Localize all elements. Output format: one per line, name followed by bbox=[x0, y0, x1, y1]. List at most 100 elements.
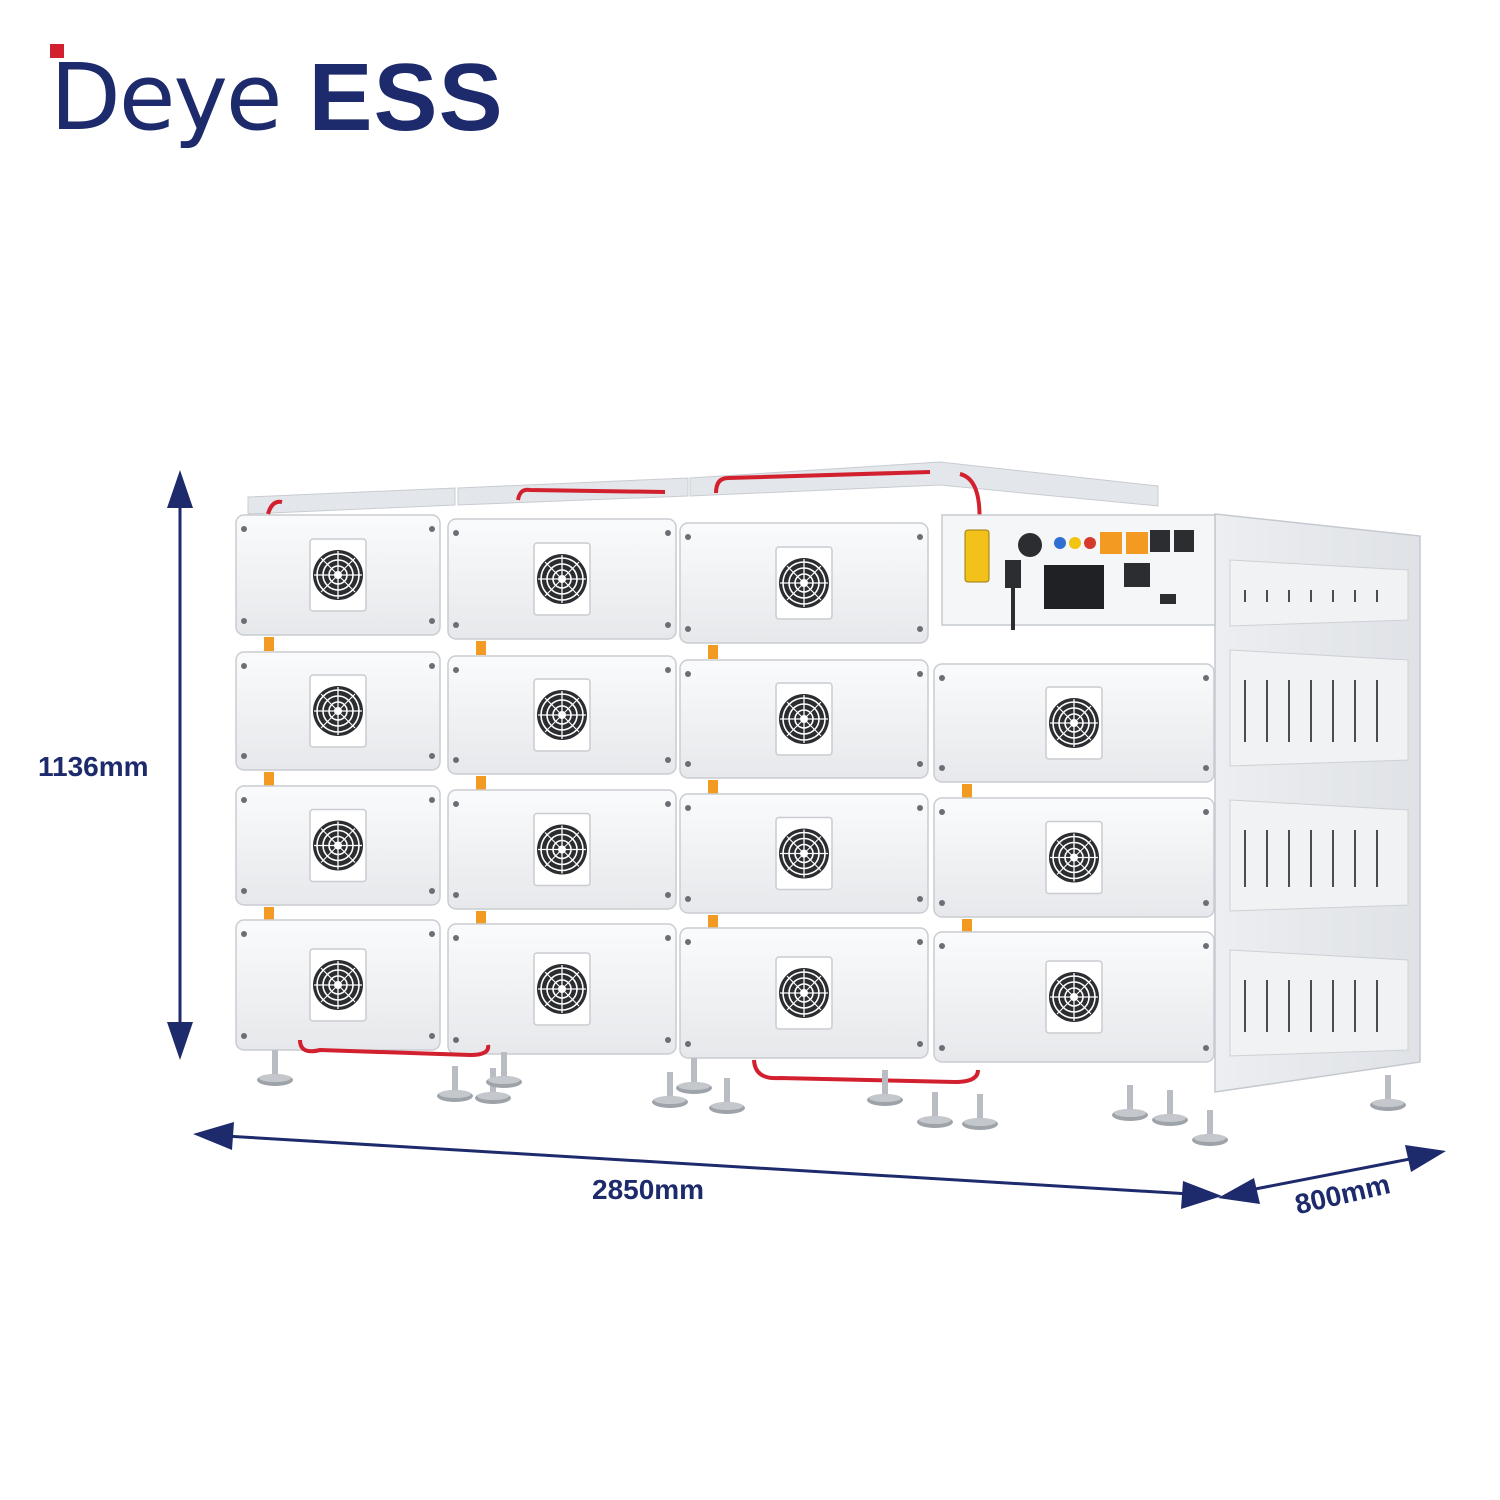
control-box bbox=[941, 514, 1216, 630]
screw bbox=[917, 761, 923, 767]
plug bbox=[1005, 560, 1021, 588]
screw bbox=[917, 939, 923, 945]
screw bbox=[917, 1041, 923, 1047]
screw bbox=[939, 809, 945, 815]
screw bbox=[429, 797, 435, 803]
depth-arrow bbox=[1249, 1156, 1416, 1192]
screw bbox=[685, 671, 691, 677]
connector bbox=[264, 772, 274, 786]
fan-icon bbox=[1045, 960, 1103, 1034]
screw bbox=[939, 943, 945, 949]
screw bbox=[429, 753, 435, 759]
breaker-switch bbox=[1044, 565, 1104, 609]
screw bbox=[1203, 675, 1209, 681]
fan-icon bbox=[309, 808, 367, 883]
screw bbox=[665, 757, 671, 763]
power-connector bbox=[964, 529, 990, 583]
cable bbox=[752, 1059, 980, 1085]
arrow-icon bbox=[1218, 1178, 1260, 1204]
fan-icon bbox=[309, 538, 367, 612]
screw bbox=[685, 761, 691, 767]
top-frame bbox=[247, 487, 456, 515]
screw bbox=[917, 626, 923, 632]
side-panel bbox=[1229, 649, 1409, 767]
side-panel bbox=[1229, 559, 1409, 627]
foot bbox=[1192, 1110, 1228, 1146]
screw bbox=[917, 805, 923, 811]
foot bbox=[709, 1078, 745, 1114]
fan-icon bbox=[533, 678, 591, 752]
width-arrow bbox=[224, 1134, 1191, 1196]
usb-port bbox=[1160, 594, 1176, 604]
screw bbox=[453, 1037, 459, 1043]
screw bbox=[429, 888, 435, 894]
screw bbox=[453, 801, 459, 807]
foot bbox=[917, 1092, 953, 1128]
arrow-icon bbox=[1405, 1145, 1446, 1172]
foot bbox=[962, 1094, 998, 1130]
screw bbox=[917, 671, 923, 677]
screw bbox=[665, 530, 671, 536]
port bbox=[1174, 530, 1194, 552]
screw bbox=[453, 530, 459, 536]
port bbox=[1100, 532, 1122, 554]
screw bbox=[453, 892, 459, 898]
connector bbox=[708, 915, 718, 929]
screw bbox=[685, 626, 691, 632]
foot bbox=[1152, 1090, 1188, 1126]
foot bbox=[257, 1050, 293, 1086]
screw bbox=[453, 757, 459, 763]
screw bbox=[685, 939, 691, 945]
side-panel bbox=[1229, 799, 1409, 912]
connector bbox=[476, 911, 486, 925]
screw bbox=[241, 931, 247, 937]
screw bbox=[241, 1033, 247, 1039]
fan-icon bbox=[309, 674, 367, 748]
port bbox=[1126, 532, 1148, 554]
screw bbox=[685, 534, 691, 540]
screw bbox=[453, 935, 459, 941]
rack-frames bbox=[247, 461, 1421, 1093]
arrow-icon bbox=[193, 1122, 234, 1150]
screw bbox=[429, 1033, 435, 1039]
screw bbox=[685, 896, 691, 902]
top-frame bbox=[689, 461, 1159, 507]
connector bbox=[476, 776, 486, 790]
foot bbox=[867, 1070, 903, 1106]
cable bbox=[266, 499, 283, 515]
logo-mark-icon bbox=[50, 44, 64, 58]
width-dimension-label: 2850mm bbox=[592, 1174, 705, 1205]
screw bbox=[917, 534, 923, 540]
port bbox=[1150, 530, 1170, 552]
connector bbox=[962, 784, 972, 798]
screw bbox=[1203, 1045, 1209, 1051]
cable bbox=[298, 1039, 491, 1058]
screw bbox=[1203, 765, 1209, 771]
screw bbox=[453, 622, 459, 628]
arrow-icon bbox=[167, 470, 193, 508]
power-button bbox=[1018, 533, 1042, 557]
screw bbox=[939, 765, 945, 771]
foot bbox=[1112, 1085, 1148, 1121]
screw bbox=[241, 753, 247, 759]
screw bbox=[665, 935, 671, 941]
screw bbox=[665, 667, 671, 673]
connector bbox=[708, 645, 718, 659]
connector bbox=[962, 919, 972, 933]
screw bbox=[685, 805, 691, 811]
screw bbox=[665, 622, 671, 628]
screw bbox=[241, 888, 247, 894]
brand-product: ESS bbox=[308, 44, 504, 151]
screw bbox=[1203, 943, 1209, 949]
fan-icon bbox=[533, 542, 591, 616]
fan-icon bbox=[775, 956, 833, 1030]
screw bbox=[1203, 900, 1209, 906]
screw bbox=[1203, 809, 1209, 815]
fan-icon bbox=[533, 812, 591, 887]
status-led bbox=[1069, 537, 1081, 549]
screw bbox=[429, 526, 435, 532]
screw bbox=[939, 1045, 945, 1051]
connector bbox=[264, 637, 274, 651]
fan-icon bbox=[1045, 820, 1103, 895]
